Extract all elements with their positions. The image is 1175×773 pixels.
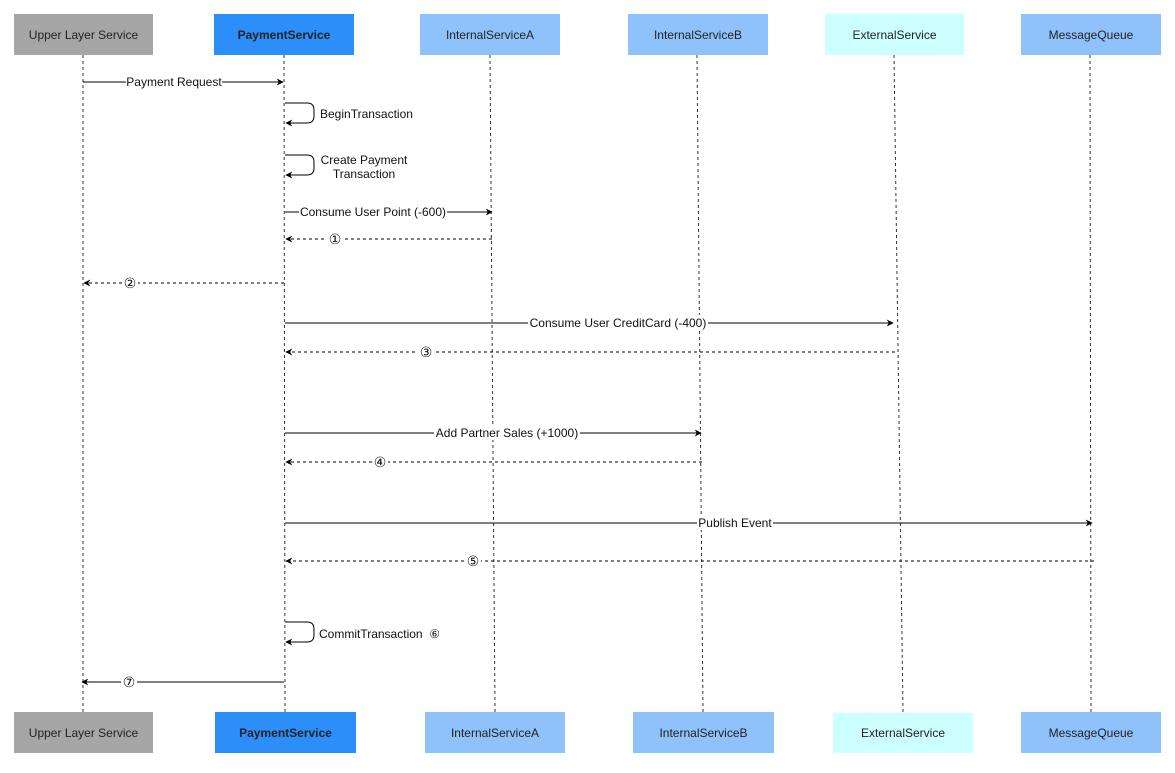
- lifelines: [82, 54, 1092, 713]
- message-return-1[interactable]: ①: [285, 230, 492, 248]
- participant-internal-a-bottom[interactable]: InternalServiceA: [425, 712, 565, 753]
- message-label: ②: [124, 276, 137, 292]
- message-add-partner-sales[interactable]: Add Partner Sales (+1000): [285, 425, 702, 440]
- message-return-5[interactable]: ⑤: [285, 552, 1094, 570]
- participants-bottom: Upper Layer Service PaymentService Inter…: [14, 712, 1161, 753]
- message-return-7[interactable]: ⑦: [81, 673, 284, 691]
- message-label: ⑤: [467, 554, 480, 570]
- lifeline-payment: [283, 54, 286, 713]
- lifeline-internal-a: [489, 54, 496, 713]
- messages: Payment Request BeginTransaction Create …: [81, 74, 1094, 691]
- message-label: ④: [374, 455, 387, 471]
- message-label: Publish Event: [698, 516, 772, 530]
- participant-label: Upper Layer Service: [29, 28, 139, 42]
- message-label: CommitTransaction ⑥: [319, 627, 440, 641]
- message-label-line-2: Transaction: [333, 167, 395, 181]
- participant-label: InternalServiceB: [654, 28, 742, 42]
- message-label: ⑦: [123, 675, 136, 691]
- message-label: ③: [420, 345, 433, 361]
- lifeline-external: [893, 54, 904, 713]
- participant-label: MessageQueue: [1049, 726, 1134, 740]
- participant-message-queue-top[interactable]: MessageQueue: [1021, 14, 1161, 55]
- message-return-4[interactable]: ④: [285, 453, 702, 471]
- message-begin-transaction[interactable]: BeginTransaction: [285, 102, 413, 127]
- participant-payment-bottom[interactable]: PaymentService: [215, 712, 356, 753]
- participant-internal-b-bottom[interactable]: InternalServiceB: [633, 712, 774, 753]
- message-return-3[interactable]: ③: [285, 343, 895, 361]
- message-consume-user-point[interactable]: Consume User Point (-600): [285, 204, 493, 219]
- participant-label: PaymentService: [238, 28, 331, 42]
- participant-internal-a-top[interactable]: InternalServiceA: [420, 14, 560, 55]
- participant-label: InternalServiceB: [659, 726, 747, 740]
- message-payment-request[interactable]: Payment Request: [83, 74, 284, 89]
- participant-label: Upper Layer Service: [29, 726, 139, 740]
- participant-message-queue-bottom[interactable]: MessageQueue: [1021, 712, 1161, 753]
- participant-external-top[interactable]: ExternalService: [825, 14, 964, 55]
- participant-upper-bottom[interactable]: Upper Layer Service: [14, 712, 153, 753]
- participant-label: ExternalService: [852, 28, 936, 42]
- message-commit-transaction[interactable]: CommitTransaction ⑥: [285, 621, 440, 646]
- message-label: Consume User Point (-600): [300, 205, 446, 219]
- message-label: BeginTransaction: [320, 107, 413, 121]
- participant-external-bottom[interactable]: ExternalService: [833, 713, 973, 753]
- message-label: ①: [329, 232, 342, 248]
- message-label: Add Partner Sales (+1000): [436, 426, 578, 440]
- participant-label: ExternalService: [861, 726, 945, 740]
- participant-label: MessageQueue: [1049, 28, 1134, 42]
- lifeline-message-queue: [1089, 54, 1092, 713]
- participant-label: InternalServiceA: [451, 726, 539, 740]
- participant-label: InternalServiceA: [446, 28, 534, 42]
- message-label: Consume User CreditCard (-400): [530, 316, 707, 330]
- message-return-2[interactable]: ②: [83, 274, 284, 292]
- participant-payment-top[interactable]: PaymentService: [214, 14, 354, 55]
- message-consume-user-creditcard[interactable]: Consume User CreditCard (-400): [285, 315, 894, 330]
- message-create-payment-transaction[interactable]: Create Payment Transaction: [285, 153, 408, 181]
- participants-top: Upper Layer Service PaymentService Inter…: [14, 14, 1161, 55]
- message-publish-event[interactable]: Publish Event: [285, 515, 1093, 530]
- participant-internal-b-top[interactable]: InternalServiceB: [628, 14, 768, 55]
- participant-label: PaymentService: [239, 726, 332, 740]
- message-label-line-1: Create Payment: [321, 153, 408, 167]
- participant-upper-top[interactable]: Upper Layer Service: [14, 14, 153, 55]
- lifeline-internal-b: [696, 54, 704, 713]
- message-label: Payment Request: [126, 75, 222, 89]
